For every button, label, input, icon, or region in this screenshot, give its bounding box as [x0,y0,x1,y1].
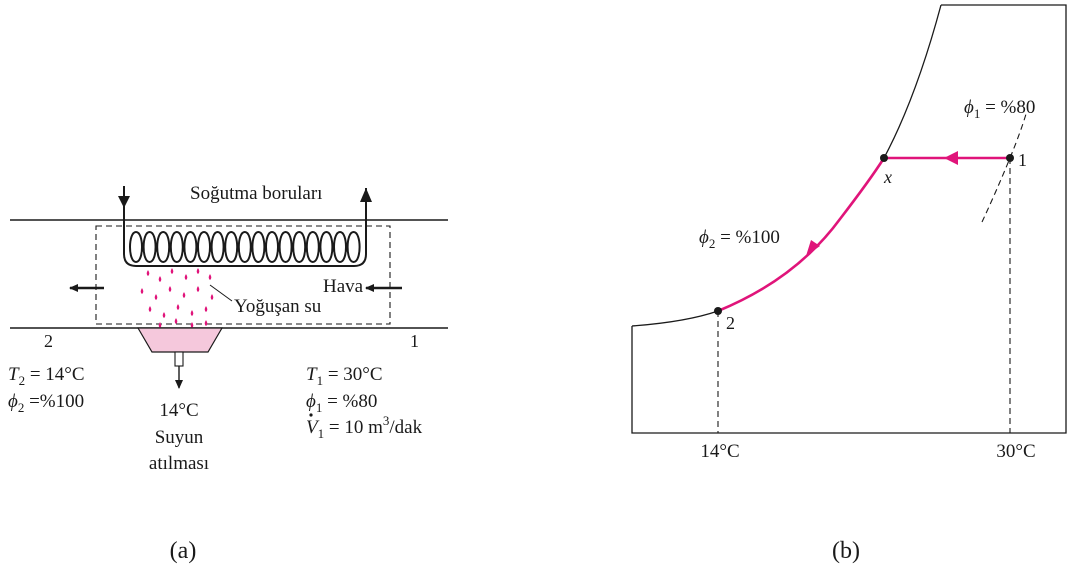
state-point-1 [1006,154,1014,162]
drain-label-line2: atılması [149,453,209,474]
droplet-icon [184,274,188,280]
droplet-icon [190,322,194,328]
coil-outlet-arrow-icon [360,188,372,202]
coil-label: Soğutma boruları [190,183,322,204]
droplet-icon [182,292,186,298]
cooling-coil-icon [129,230,361,263]
droplet-icon [204,306,208,312]
coil-inlet-arrow-icon [118,196,130,208]
drain-temperature: 14°C [159,400,198,421]
droplet-icon [210,294,214,300]
process-dehumidify-arrow-icon [806,240,820,256]
state2-temperature: T2 = 14°C [8,364,85,388]
droplet-icon [208,274,212,280]
droplet-icon [146,270,150,276]
process-cooling-arrow-icon [944,151,958,165]
panel-b-psychrometric-chart: 1 x 2 ϕ1 = %80 ϕ2 = %100 14°C 30°C (b) [631,4,1067,564]
droplet-icon [170,268,174,274]
droplet-icon [154,294,158,300]
state1-temperature: T1 = 30°C [306,364,383,388]
caption-b: (b) [832,538,860,564]
state-point-2 [714,307,722,315]
state-2-number: 2 [44,331,53,351]
droplet-icon [140,288,144,294]
droplet-icon [176,304,180,310]
condensate-label: Yoğuşan su [234,296,322,317]
point-2-label: 2 [726,313,735,333]
phi1-label: ϕ1 = %80 [964,97,1035,121]
droplet-icon [158,276,162,282]
drain-pipe [174,351,184,367]
droplet-icon [158,322,162,328]
point-1-label: 1 [1018,150,1027,170]
coil-bottom-return [123,253,367,267]
droplet-icon [204,320,208,326]
process-dehumidify-curve [717,157,886,313]
control-volume [95,225,391,325]
condensate-leader [209,284,233,302]
state1-flowrate: V1 = 10 m3/dak [306,413,423,441]
droplet-icon [196,268,200,274]
droplet-icon [196,286,200,292]
tick-label-30: 30°C [996,441,1035,462]
droplet-icon [148,306,152,312]
condensate-tray-icon [136,327,224,353]
air-label: Hava [323,276,364,297]
chart-frame [631,4,1067,434]
droplet-icon [162,312,166,318]
state1-humidity: ϕ1 = %80 [306,391,377,415]
point-x-label: x [883,167,892,187]
phi1-curve [981,113,1027,223]
drain-label-line1: Suyun [155,427,204,448]
state2-humidity: ϕ2 =%100 [8,391,84,415]
state-1-number: 1 [410,331,419,351]
droplet-icon [174,318,178,324]
saturation-curve [631,4,942,327]
phi2-label: ϕ2 = %100 [699,227,780,251]
panel-a-cooling-section: Soğutma boruları Hava Yoğuşan su 2 1 T2 … [8,183,448,564]
condensate-droplets-icon [140,268,214,328]
caption-a: (a) [170,538,197,564]
droplet-icon [168,286,172,292]
state-point-x [880,154,888,162]
tick-label-14: 14°C [700,441,739,462]
flowrate-dot-icon [309,413,313,417]
droplet-icon [190,310,194,316]
